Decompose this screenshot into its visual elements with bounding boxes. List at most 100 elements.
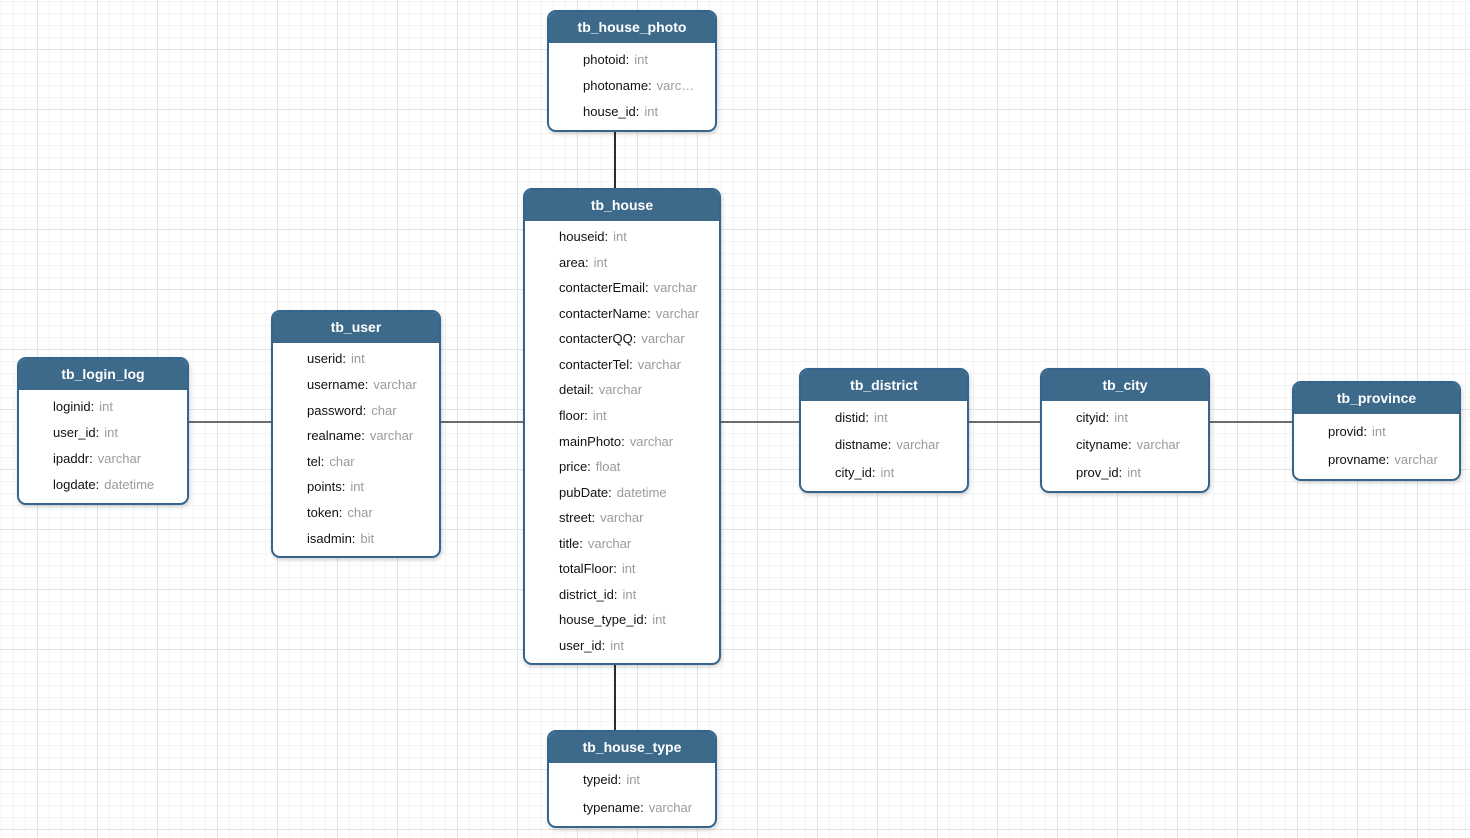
field-name: price: <box>559 459 591 475</box>
field-row[interactable]: points:int <box>273 474 439 500</box>
field-type: int <box>652 612 666 628</box>
entity-title[interactable]: tb_house_photo <box>549 12 715 43</box>
field-row[interactable]: distid: int <box>801 404 967 431</box>
field-row[interactable]: isadmin:bit <box>273 525 439 551</box>
field-row[interactable]: loginid:int <box>19 393 187 419</box>
field-row[interactable]: distname:varchar <box>801 431 967 458</box>
field-row[interactable]: detail:varchar <box>525 377 719 403</box>
field-row[interactable]: photoname:varc… <box>549 72 715 98</box>
field-name: logdate: <box>53 477 100 493</box>
field-row[interactable]: mainPhoto:varchar <box>525 428 719 454</box>
field-row[interactable]: username:varchar <box>273 372 439 398</box>
field-row[interactable]: area:int <box>525 250 719 276</box>
field-row[interactable]: totalFloor:int <box>525 556 719 582</box>
field-row[interactable]: user_id:int <box>19 419 187 445</box>
field-name: street: <box>559 510 596 526</box>
field-type: int <box>1372 423 1386 439</box>
field-name: cityname: <box>1076 437 1132 453</box>
field-name: contacterTel: <box>559 356 633 372</box>
field-row[interactable]: contacterTel:varchar <box>525 352 719 378</box>
field-name: provid: <box>1328 423 1368 439</box>
entity-title[interactable]: tb_city <box>1042 370 1208 401</box>
field-row[interactable]: password:char <box>273 397 439 423</box>
field-row[interactable]: token:char <box>273 500 439 526</box>
field-type: bit <box>360 530 375 546</box>
field-row[interactable]: prov_id:int <box>1042 459 1208 486</box>
field-row[interactable]: userid:int <box>273 346 439 372</box>
field-row[interactable]: provname:varchar <box>1294 446 1459 475</box>
relationship-connector-tb-house-tb-house-type[interactable] <box>614 665 616 730</box>
entity-title[interactable]: tb_house <box>525 190 719 221</box>
field-row[interactable]: logdate:datetime <box>19 472 187 498</box>
field-row[interactable]: photoid:int <box>549 46 715 72</box>
field-type: datetime <box>616 484 667 500</box>
field-name: distname: <box>835 437 892 453</box>
field-row[interactable]: house_type_id:int <box>525 607 719 633</box>
field-name: mainPhoto: <box>559 433 625 449</box>
field-row[interactable]: contacterQQ:varchar <box>525 326 719 352</box>
field-name: distid: <box>835 410 869 426</box>
entity-title[interactable]: tb_login_log <box>19 359 187 390</box>
field-row[interactable]: street:varchar <box>525 505 719 531</box>
field-name: detail: <box>559 382 594 398</box>
field-row[interactable]: houseid:int <box>525 224 719 250</box>
field-row[interactable]: city_id:int <box>801 459 967 486</box>
relationship-connector-tb-house-tb-district[interactable] <box>721 421 799 423</box>
field-type: int <box>351 351 365 367</box>
relationship-connector-tb-house-photo-tb-house[interactable] <box>614 132 616 188</box>
field-row[interactable]: house_id:int <box>549 99 715 125</box>
field-row[interactable]: cityname:varchar <box>1042 431 1208 458</box>
field-type: char <box>329 453 355 469</box>
field-row[interactable]: floor:int <box>525 403 719 429</box>
entity-title[interactable]: tb_house_type <box>549 732 715 763</box>
field-name: typeid: <box>583 772 622 788</box>
field-type: int <box>593 254 608 270</box>
field-row[interactable]: contacterEmail:varchar <box>525 275 719 301</box>
entity-tb-province[interactable]: tb_province provid: int provname:varchar <box>1292 381 1461 481</box>
field-type: int <box>634 51 648 67</box>
relationship-connector-tb-login-log-tb-user[interactable] <box>189 421 271 423</box>
field-type: int <box>873 410 888 426</box>
entity-title[interactable]: tb_province <box>1294 383 1459 414</box>
field-name: typename: <box>583 799 644 815</box>
field-name: realname: <box>307 428 365 444</box>
field-type: datetime <box>104 477 155 493</box>
relationship-connector-tb-city-tb-province[interactable] <box>1210 421 1292 423</box>
field-type: varchar <box>1136 437 1180 453</box>
field-row[interactable]: typename:varchar <box>549 794 715 822</box>
entity-title[interactable]: tb_district <box>801 370 967 401</box>
field-type: int <box>644 104 659 120</box>
field-row[interactable]: district_id: int <box>525 581 719 607</box>
field-row[interactable]: user_id:int <box>525 632 719 658</box>
field-type: int <box>592 407 607 423</box>
field-row[interactable]: contacterName:varchar <box>525 301 719 327</box>
field-row[interactable]: title:varchar <box>525 530 719 556</box>
field-row[interactable]: provid: int <box>1294 417 1459 446</box>
field-row[interactable]: cityid:int <box>1042 404 1208 431</box>
field-row[interactable]: price:float <box>525 454 719 480</box>
field-name: contacterEmail: <box>559 280 649 296</box>
field-type: int <box>622 586 637 602</box>
relationship-connector-tb-district-tb-city[interactable] <box>969 421 1040 423</box>
field-type: int <box>1127 464 1141 480</box>
entity-title[interactable]: tb_user <box>273 312 439 343</box>
field-type: varchar <box>598 382 643 398</box>
field-name: title: <box>559 535 583 551</box>
field-row[interactable]: pubDate:datetime <box>525 479 719 505</box>
field-row[interactable]: tel:char <box>273 449 439 475</box>
field-name: user_id: <box>559 637 606 653</box>
field-row[interactable]: typeid:int <box>549 766 715 794</box>
field-row[interactable]: ipaddr:varchar <box>19 446 187 472</box>
field-name: district_id: <box>559 586 618 602</box>
relationship-connector-tb-user-tb-house[interactable] <box>441 421 523 423</box>
field-row[interactable]: realname:varchar <box>273 423 439 449</box>
